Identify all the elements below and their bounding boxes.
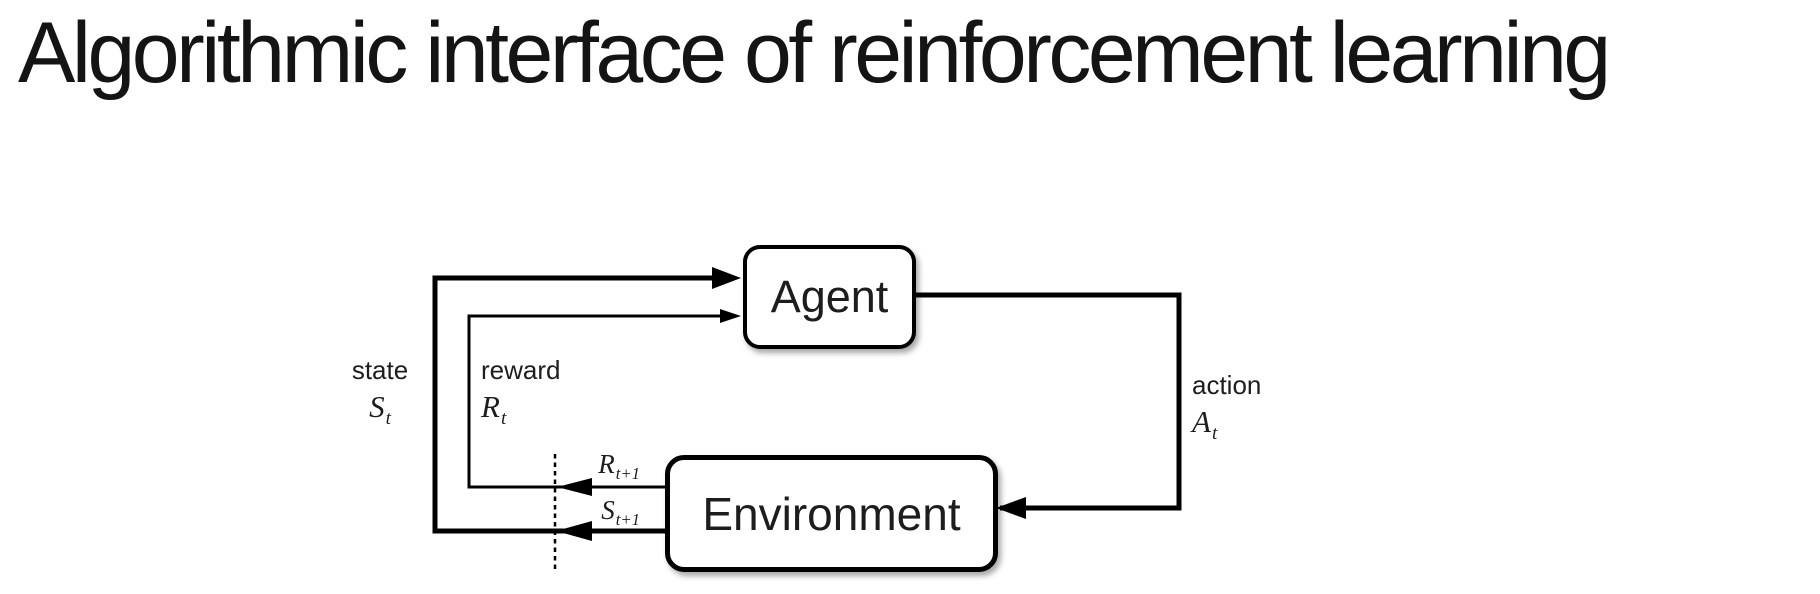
action-label: action: [1192, 370, 1262, 400]
reward-symbol: Rt: [481, 388, 560, 429]
action-symbol-base: A: [1192, 403, 1211, 439]
reward-label-group: reward Rt: [481, 355, 561, 429]
action-loop-line: [908, 292, 1182, 511]
agent-label: Agent: [770, 271, 889, 322]
next-reward-symbol: Rt+1: [556, 451, 640, 483]
environment-label: Environment: [702, 487, 961, 540]
next-state-symbol: St+1: [556, 497, 640, 529]
reward-to-agent-arrowhead: [720, 309, 741, 323]
state-symbol-base: S: [369, 388, 385, 424]
action-symbol: At: [1192, 403, 1261, 444]
next-state-symbol-subscript: t+1: [615, 509, 640, 529]
next-reward-symbol-base: R: [598, 449, 615, 479]
next-reward-symbol-subscript: t+1: [615, 463, 640, 483]
state-label: state: [351, 355, 409, 385]
next-reward-arrowhead: [557, 478, 592, 496]
reward-symbol-subscript: t: [500, 407, 507, 429]
reward-label: reward: [481, 355, 561, 385]
next-state-arrowhead: [556, 521, 592, 541]
agent-box: Agent: [743, 245, 916, 349]
action-label-group: action At: [1192, 370, 1262, 444]
state-to-agent-arrowhead: [712, 267, 741, 289]
reward-symbol-base: R: [481, 388, 500, 424]
next-state-symbol-base: S: [601, 495, 615, 525]
state-loop-line: [432, 275, 716, 534]
action-symbol-subscript: t: [1211, 422, 1218, 444]
action-to-environment-arrowhead: [996, 497, 1026, 519]
state-label-group: state St: [330, 355, 430, 429]
page-title: Algorithmic interface of reinforcement l…: [18, 5, 1611, 101]
state-symbol: St: [330, 388, 430, 429]
state-symbol-subscript: t: [385, 407, 391, 429]
environment-box: Environment: [665, 455, 998, 572]
